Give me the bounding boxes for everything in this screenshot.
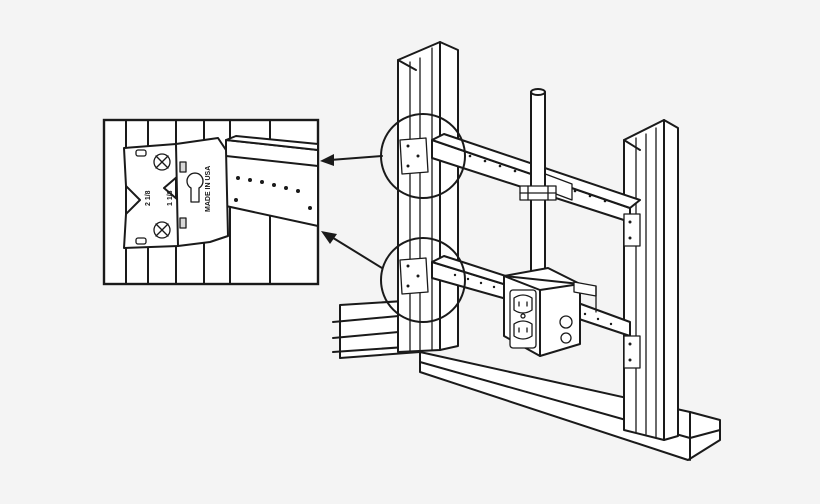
inset-screws: [153, 153, 171, 239]
stud-bracket-upper-left: [399, 137, 429, 175]
callout-arrow-upper: [320, 154, 383, 166]
lower-rail-holes: [453, 273, 613, 326]
callout-circle-lower: [380, 237, 466, 323]
bracket-marking-origin: MADE IN USA: [205, 166, 212, 212]
junction-box: [503, 267, 597, 357]
stud-bracket-lower-right: [623, 335, 641, 369]
stud-bracket-lower-left: [399, 257, 429, 295]
upper-rail-holes: [468, 154, 607, 203]
inset-bracket: 2 1/8 1 1/8 MADE IN USA: [123, 137, 229, 249]
duplex-receptacle: [509, 289, 537, 349]
stud-bracket-upper-right: [623, 213, 641, 247]
detail-inset: 2 1/8 1 1/8 MADE IN USA: [102, 118, 320, 286]
callout-arrow-lower: [321, 231, 383, 269]
inset-rail: [225, 135, 319, 227]
bracket-marking-size-b: 1 1/8: [167, 190, 174, 206]
right-stud: [623, 119, 679, 441]
bracket-marking-size-a: 2 1/8: [145, 190, 152, 206]
